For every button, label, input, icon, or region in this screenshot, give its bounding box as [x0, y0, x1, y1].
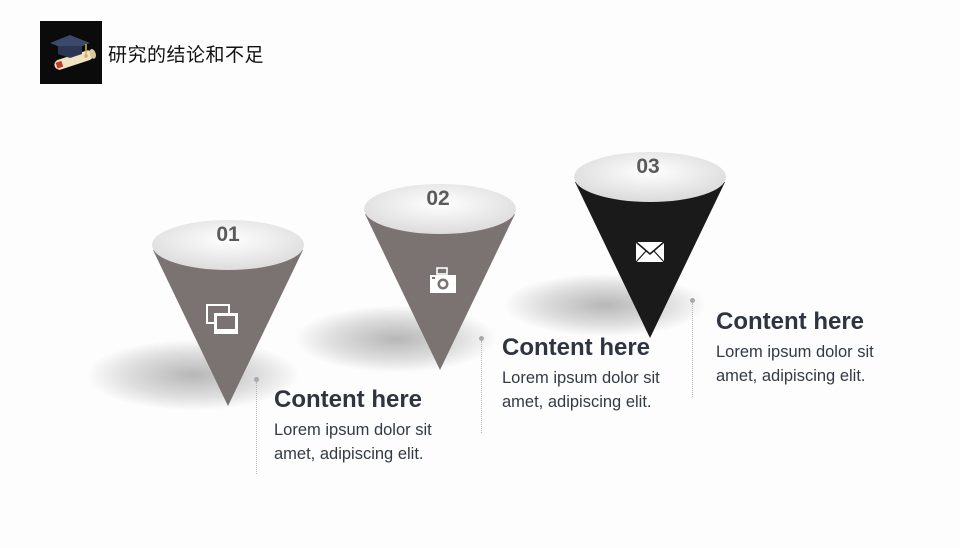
envelope-icon: [635, 241, 665, 263]
photos-icon: [206, 304, 238, 334]
content-block-1: Content here Lorem ipsum dolor sit amet,…: [274, 386, 432, 466]
connector-3-dot: [690, 298, 695, 303]
cone-1-shadow: [88, 340, 298, 410]
content-body: Lorem ipsum dolor sit amet, adipiscing e…: [716, 340, 874, 388]
content-body-line: Lorem ipsum dolor sit: [274, 421, 432, 439]
cone-1-number: 01: [216, 223, 240, 246]
graduation-cap-icon: [40, 21, 102, 84]
connector-1-dot: [254, 377, 259, 382]
content-heading: Content here: [502, 334, 651, 361]
content-body: Lorem ipsum dolor sit amet, adipiscing e…: [274, 418, 432, 466]
page-title: 研究的结论和不足: [108, 45, 265, 66]
content-heading: Content here: [274, 386, 423, 413]
content-body-line: Lorem ipsum dolor sit: [502, 369, 660, 387]
cone-2-number: 02: [426, 187, 450, 210]
connector-2-line: [481, 341, 482, 433]
content-body-line: Lorem ipsum dolor sit: [716, 343, 874, 361]
connector-3-line: [692, 303, 693, 397]
content-block-2: Content here Lorem ipsum dolor sit amet,…: [502, 334, 660, 414]
content-body: Lorem ipsum dolor sit amet, adipiscing e…: [502, 366, 660, 414]
content-heading: Content here: [716, 308, 865, 335]
content-block-3: Content here Lorem ipsum dolor sit amet,…: [716, 308, 874, 388]
connector-2-dot: [479, 336, 484, 341]
content-body-line: amet, adipiscing elit.: [274, 445, 424, 463]
connector-1-line: [256, 382, 257, 474]
camera-icon: [430, 267, 456, 293]
content-body-line: amet, adipiscing elit.: [716, 367, 866, 385]
cone-3-number: 03: [636, 155, 660, 178]
content-body-line: amet, adipiscing elit.: [502, 393, 652, 411]
graduation-cap-logo: [40, 21, 102, 84]
